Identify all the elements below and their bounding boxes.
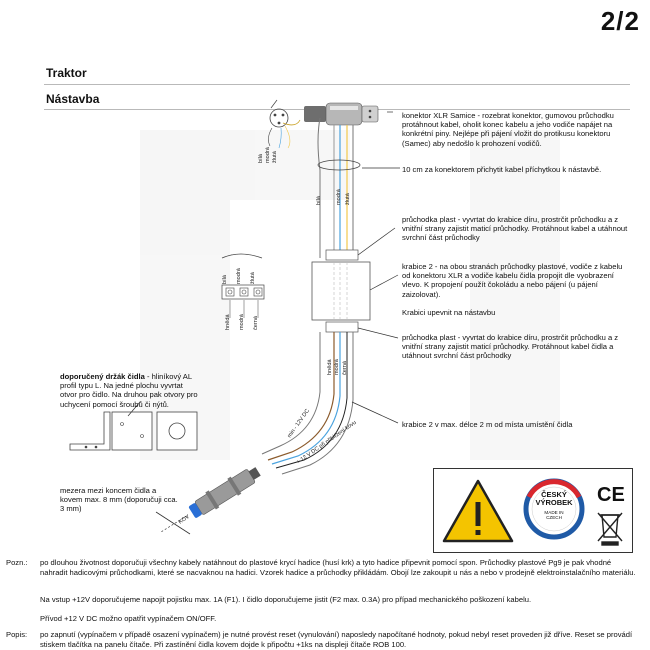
note-cable-length: krabice 2 v max. délce 2 m od místa umís… xyxy=(402,420,573,429)
badge-text-cz: ČESKÝ VÝROBEK xyxy=(535,490,573,507)
popis-label: Popis: xyxy=(6,630,28,639)
svg-text:černá: černá xyxy=(342,360,348,375)
note-xlr-connector: konektor XLR Samice - rozebrat konektor,… xyxy=(402,111,614,148)
ce-mark-icon: CE xyxy=(597,484,625,506)
watermark-logo xyxy=(140,130,560,460)
badge-text-en: MADE IN CZECH xyxy=(544,510,564,520)
note-gap: mezera mezi koncem čidla a kovem max. 8 … xyxy=(60,486,178,514)
note-cable-clip: 10 cm za konektorem přichytit kabel příc… xyxy=(402,165,602,174)
svg-text:hnědá: hnědá xyxy=(327,359,333,375)
svg-text:bílá: bílá xyxy=(222,274,228,284)
junction-box xyxy=(311,261,399,321)
svg-text:černá: černá xyxy=(253,315,259,330)
svg-text:žlutá: žlutá xyxy=(250,271,256,284)
svg-text:modrá: modrá xyxy=(265,146,271,163)
xlr-pin-symbol xyxy=(268,99,301,149)
svg-text:modrá: modrá xyxy=(336,188,342,205)
grommet-bottom xyxy=(325,321,399,339)
svg-text:bílá: bílá xyxy=(258,153,264,163)
metal-plate xyxy=(155,511,191,535)
note-holder: doporučený držák čidla - hliníkový AL pr… xyxy=(60,372,198,409)
section-title: Nástavba xyxy=(46,92,100,106)
pozn-text-3: Přívod +12 V DC možno opatřit vypínačem … xyxy=(40,614,217,623)
warning-triangle-icon xyxy=(442,479,514,543)
popis-text: po zapnutí (vypínačem v případě osazení … xyxy=(40,630,633,649)
weee-bin-icon xyxy=(597,512,623,546)
note-box-mount: Krabici upevnit na nástavbu xyxy=(402,308,496,317)
note-grommet-top: průchodka plast - vyvrtat do krabice dír… xyxy=(402,215,628,243)
svg-text:žlutá: žlutá xyxy=(345,192,351,205)
svg-text:KOV: KOV xyxy=(178,514,191,526)
pozn-text-2: Na vstup +12V doporučujeme napojit pojis… xyxy=(40,595,532,604)
xlr-connector xyxy=(304,102,393,126)
page-number: 2/2 xyxy=(600,6,640,36)
pozn-label: Pozn.: xyxy=(6,558,28,567)
svg-text:CE: CE xyxy=(597,484,625,506)
grommet-top xyxy=(325,227,396,261)
page-title: Traktor xyxy=(46,66,87,80)
svg-text:bílá: bílá xyxy=(316,195,322,205)
svg-text:+ 12 V DC při přiblížení kovu: + 12 V DC při přiblížení kovu xyxy=(296,420,358,466)
terminal-block xyxy=(221,253,265,318)
cable-sensor xyxy=(261,332,399,475)
certification-panel: CE ČESKÝ VÝROBEK MADE IN CZECH xyxy=(433,468,633,553)
holder-drawings xyxy=(69,401,198,451)
svg-text:žlutá: žlutá xyxy=(272,150,278,163)
svg-text:hnědá: hnědá xyxy=(225,314,231,330)
note-grommet-bottom: průchodka plast - vyvrtat do krabice dír… xyxy=(402,333,619,361)
proximity-sensor xyxy=(161,467,261,533)
czech-product-badge xyxy=(523,478,585,540)
svg-text:modrá: modrá xyxy=(239,313,245,330)
cable-upper xyxy=(317,117,400,258)
svg-text:modrá: modrá xyxy=(236,267,242,284)
svg-text:modrá: modrá xyxy=(334,358,340,375)
pozn-text-1: po dlouhou životnost doporučuji všechny … xyxy=(40,558,636,577)
note-junction-box: krabice 2 - na obou stranách průchodky p… xyxy=(402,262,623,299)
title-divider xyxy=(44,84,630,85)
footer-notes: Pozn.: po dlouhou životnost doporučuji v… xyxy=(0,558,640,650)
